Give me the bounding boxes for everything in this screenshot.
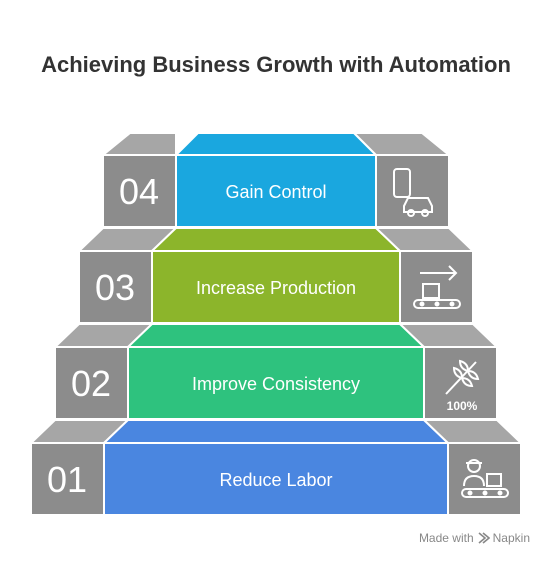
step-01-center-face	[103, 442, 449, 516]
step-02-right-face	[423, 346, 498, 420]
step-03-center-top	[149, 227, 403, 252]
footer: Made with Napkin	[419, 531, 530, 545]
step-02-center-top	[125, 323, 427, 348]
step-01-label: Reduce Labor	[219, 470, 332, 490]
step-04-center-face	[175, 154, 377, 228]
wheat-100-icon: 100%	[445, 359, 480, 413]
step-01-left-face	[30, 442, 105, 516]
step-04: 04 Gain Control	[100, 132, 452, 228]
svg-text:100%: 100%	[447, 399, 478, 413]
made-with-text: Made with	[418, 531, 474, 545]
napkin-brand[interactable]: Napkin	[478, 531, 530, 545]
step-01-number: 01	[47, 459, 87, 500]
step-02: 02 Improve Consistency 100%	[52, 323, 500, 420]
step-03-label: Increase Production	[196, 278, 356, 298]
napkin-brand-label: Napkin	[492, 531, 530, 545]
step-03: 03 Increase Production	[76, 227, 476, 324]
step-04-label: Gain Control	[225, 182, 326, 202]
step-01-right-face	[447, 442, 522, 516]
step-01: 01 Reduce Labor	[28, 419, 524, 516]
step-03-right-face	[399, 250, 474, 324]
step-04-left-top	[100, 132, 177, 156]
diagram-title: Achieving Business Growth with Automatio…	[41, 52, 511, 77]
step-04-number: 04	[119, 171, 159, 212]
step-02-center-face	[127, 346, 425, 420]
step-02-number: 02	[71, 363, 111, 404]
phone-car-icon	[393, 168, 433, 217]
worker-conveyor-icon	[461, 459, 509, 498]
step-04-left-face	[102, 154, 177, 228]
napkin-logo-icon	[478, 532, 490, 544]
step-03-center-face	[151, 250, 401, 324]
step-01-center-top	[101, 419, 451, 444]
step-03-number: 03	[95, 267, 135, 308]
step-04-center-top	[173, 132, 379, 156]
step-02-label: Improve Consistency	[192, 374, 360, 394]
conveyor-arrow-icon	[413, 265, 461, 309]
